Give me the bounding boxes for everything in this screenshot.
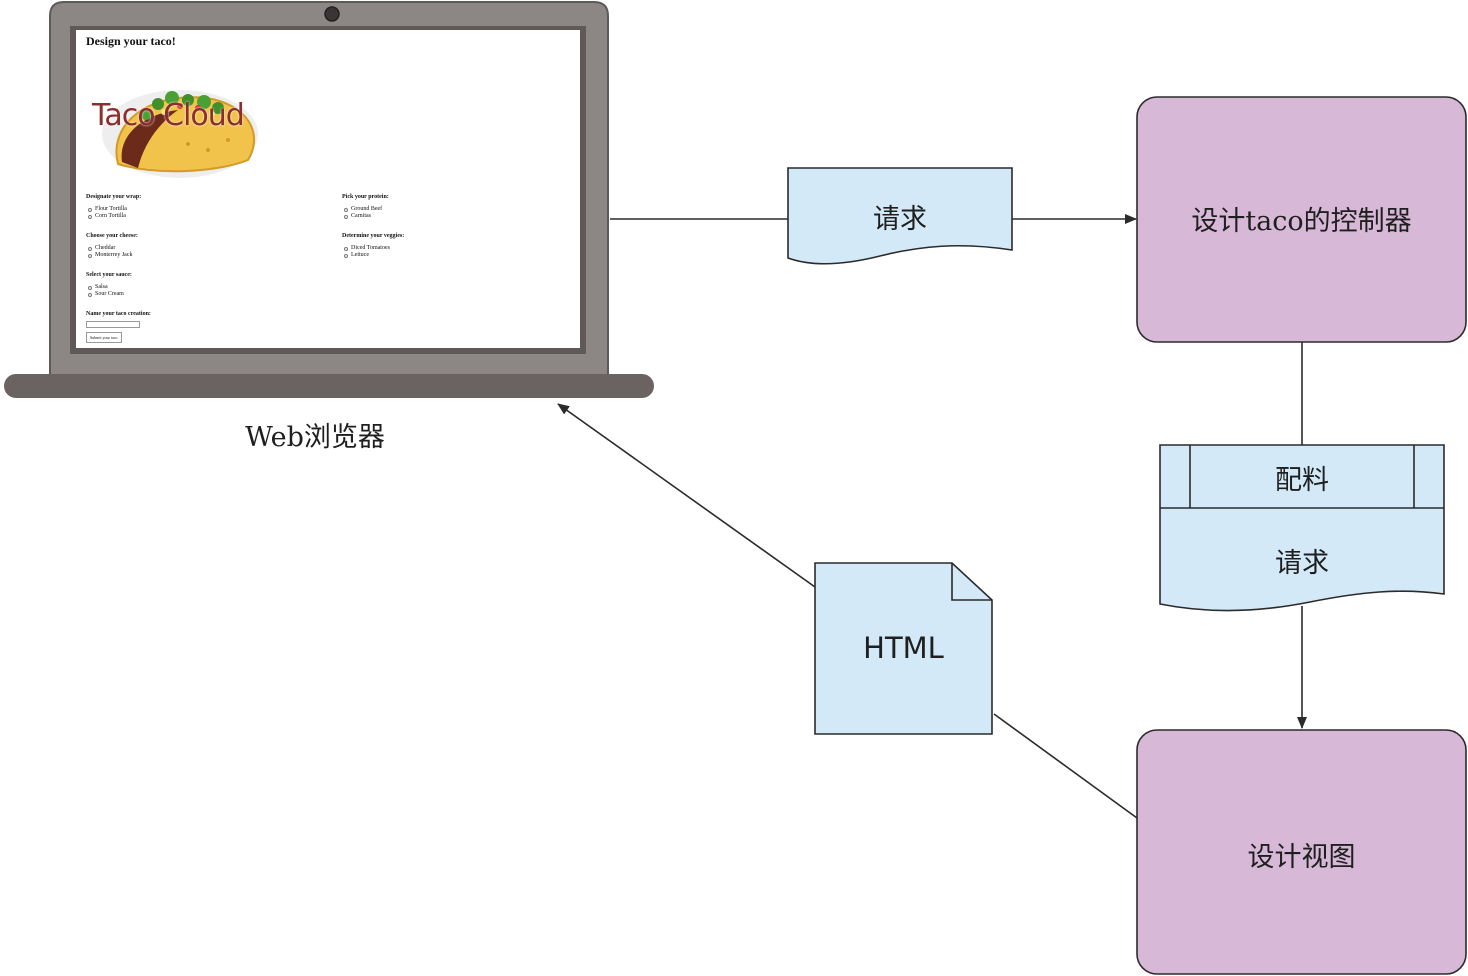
option-row[interactable]: Cheddar: [86, 245, 138, 252]
connector-view-to-html: [993, 713, 1138, 819]
model-body-label: 请求: [1275, 547, 1329, 579]
option-row[interactable]: Lettuce: [342, 252, 404, 259]
protein-label: Pick your protein:: [342, 194, 389, 200]
option-row[interactable]: Salsa: [86, 284, 132, 291]
option-row[interactable]: Sour Cream: [86, 291, 132, 298]
connector-html-to-browser: [557, 403, 816, 588]
radio-button[interactable]: [88, 207, 92, 212]
logo-text: Taco Cloud: [92, 98, 245, 133]
view-node-label: 设计视图: [1247, 841, 1356, 873]
page-title: Design your taco!: [86, 34, 176, 48]
cheese-section: Choose your cheese: Cheddar Monterrey Ja…: [86, 233, 138, 259]
option-label: Sour Cream: [95, 291, 124, 297]
controller-node-label: 设计taco的控制器: [1191, 205, 1412, 237]
option-row[interactable]: Corn Tortilla: [86, 213, 141, 220]
wrap-section: Designate your wrap: Flour Tortilla Corn…: [86, 194, 141, 220]
view-node-shape: [1136, 729, 1467, 975]
option-label: Carnitas: [351, 213, 371, 219]
cheese-label: Choose your cheese:: [86, 233, 138, 239]
radio-button[interactable]: [344, 207, 348, 212]
browser-screen: Design your taco! Taco Cloud Designate y…: [76, 30, 580, 348]
option-label: Ground Beef: [351, 206, 383, 212]
option-label: Flour Tortilla: [95, 206, 127, 212]
protein-section: Pick your protein: Ground Beef Carnitas: [342, 194, 389, 220]
html-document-fold: [951, 563, 992, 601]
radio-button[interactable]: [88, 246, 92, 251]
submit-taco-button[interactable]: Submit your taco: [86, 332, 122, 343]
option-row[interactable]: Monterrey Jack: [86, 252, 138, 259]
browser-label: Web浏览器: [245, 421, 385, 453]
veggies-section: Determine your veggies: Diced Tomatoes L…: [342, 233, 404, 259]
name-section: Name your taco creation: Submit your tac…: [86, 311, 151, 343]
option-label: Salsa: [95, 284, 108, 290]
radio-button[interactable]: [88, 253, 92, 258]
option-label: Corn Tortilla: [95, 213, 126, 219]
radio-button[interactable]: [88, 292, 92, 297]
option-label: Cheddar: [95, 245, 116, 251]
request-document-label: 请求: [873, 203, 927, 235]
model-document-shape: [1159, 444, 1445, 612]
laptop-base: [4, 374, 654, 398]
webcam-icon: [324, 6, 340, 22]
veggies-label: Determine your veggies:: [342, 233, 405, 239]
option-label: Lettuce: [351, 252, 369, 258]
radio-button[interactable]: [344, 246, 348, 251]
sauce-section: Select your sauce: Salsa Sour Cream: [86, 272, 132, 298]
html-document-shape: [814, 562, 993, 735]
taco-name-input[interactable]: [86, 321, 140, 328]
option-row[interactable]: Flour Tortilla: [86, 206, 141, 213]
html-document-label: HTML: [863, 631, 944, 665]
option-label: Monterrey Jack: [95, 252, 133, 258]
option-row[interactable]: Diced Tomatoes: [342, 245, 404, 252]
request-document-shape: [787, 167, 1013, 265]
radio-button[interactable]: [344, 253, 348, 258]
model-header-label: 配料: [1275, 464, 1329, 496]
sauce-label: Select your sauce:: [86, 272, 132, 278]
option-row[interactable]: Carnitas: [342, 213, 389, 220]
name-label: Name your taco creation:: [86, 311, 151, 317]
option-label: Diced Tomatoes: [351, 245, 390, 251]
wrap-label: Designate your wrap:: [86, 194, 142, 200]
radio-button[interactable]: [344, 214, 348, 219]
taco-logo-image: [102, 90, 258, 178]
option-row[interactable]: Ground Beef: [342, 206, 389, 213]
radio-button[interactable]: [88, 214, 92, 219]
radio-button[interactable]: [88, 285, 92, 290]
